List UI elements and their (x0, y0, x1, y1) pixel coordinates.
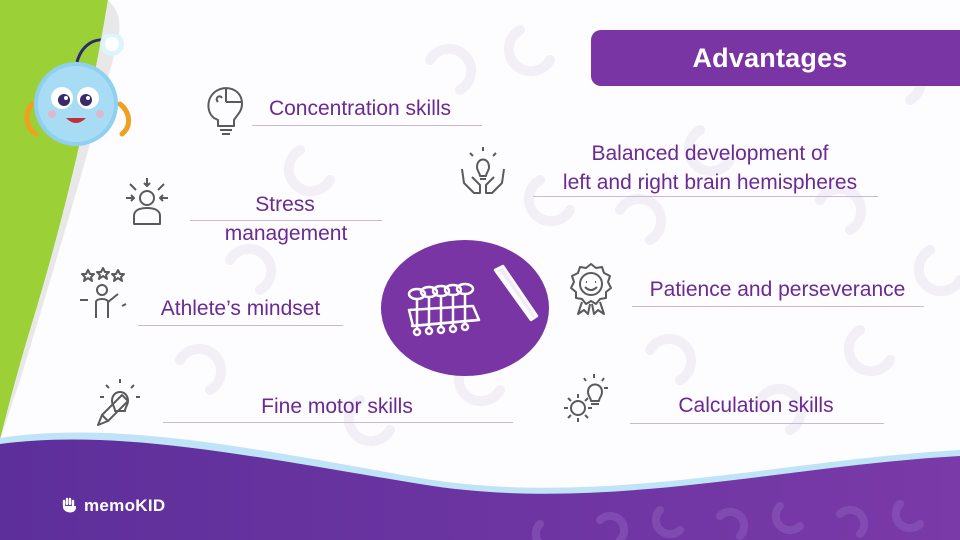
smile-badge-icon (566, 262, 616, 316)
label-fine-motor: Fine motor skills (261, 395, 413, 418)
mascot-character-icon (24, 34, 131, 146)
divider (138, 325, 343, 326)
puzzle-head-icon (200, 82, 250, 136)
hand-logo-icon (62, 497, 76, 513)
label-stress-line1: Stress (255, 193, 315, 216)
label-balanced-line1: Balanced development of (591, 142, 829, 165)
divider (190, 220, 382, 221)
divider (632, 306, 924, 307)
gear-lightbulb-icon (560, 372, 610, 426)
page-title: Advantages (591, 30, 960, 86)
stressed-person-icon (122, 176, 172, 230)
label-concentration: Concentration skills (268, 97, 452, 120)
label-stress-line2: management (224, 222, 348, 245)
footer-wave (0, 432, 960, 540)
divider (163, 422, 513, 423)
abacus-icon (381, 240, 549, 376)
person-stars-icon (78, 266, 128, 320)
logo-text: memoKID (84, 496, 166, 515)
divider (533, 196, 878, 197)
hands-lightbulb-icon (458, 143, 508, 197)
label-patience: Patience and perseverance (649, 278, 906, 301)
divider (252, 125, 482, 126)
memokid-logo: memoKID (60, 493, 165, 519)
label-athlete: Athlete’s mindset (160, 297, 321, 320)
label-calculation: Calculation skills (678, 394, 834, 417)
divider (630, 423, 884, 424)
label-balanced-line2: left and right brain hemispheres (562, 171, 858, 194)
pencil-lightbulb-icon (92, 375, 142, 429)
